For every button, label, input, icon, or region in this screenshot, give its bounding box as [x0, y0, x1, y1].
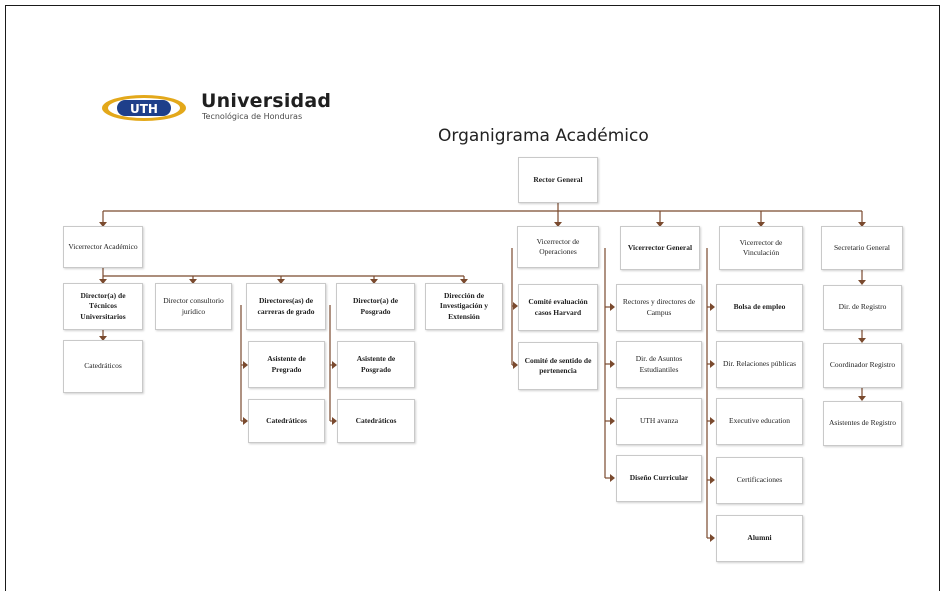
node-label: Vicerrector General — [627, 242, 693, 252]
node-label: Bolsa de empleo — [733, 302, 786, 312]
node-label: Dirección de Investigación y Extensión — [439, 291, 489, 321]
node-uth-avanza: UTH avanza — [616, 398, 702, 445]
node-secretario-general: Secretario General — [821, 226, 903, 270]
node-label: UTH avanza — [639, 416, 679, 426]
uth-badge-icon: UTH — [102, 95, 186, 121]
node-label: Dir. Relaciones públicas — [722, 359, 797, 369]
node-asistentes-registro: Asistentes de Registro — [823, 401, 902, 446]
node-comite-pertenencia: Comité de sentido de pertenencia — [518, 342, 598, 390]
node-directores-carreras: Directores(as) de carreras de grado — [246, 283, 326, 330]
node-label: Diseño Curricular — [629, 473, 689, 483]
node-label: Asistente de Pregrado — [267, 354, 306, 374]
node-catedraticos-posgrado: Catedráticos — [337, 399, 415, 443]
node-label: Catedráticos — [266, 415, 307, 425]
node-comite-harvard: Comité evaluación casos Harvard — [518, 284, 598, 331]
node-direccion-investigacion: Dirección de Investigación y Extensión — [425, 283, 503, 330]
node-label: Vicerrector de Vinculación — [739, 237, 783, 257]
node-catedraticos-pregrado: Catedráticos — [248, 399, 325, 443]
node-label: Comité de sentido de pertenencia — [524, 355, 592, 375]
node-certificaciones: Certificaciones — [716, 457, 803, 504]
node-label: Executive education — [728, 416, 790, 426]
node-asistente-posgrado: Asistente de Posgrado — [337, 341, 415, 388]
node-asuntos-estudiantiles: Dir. de Asuntos Estudiantiles — [616, 341, 702, 388]
node-label: Certificaciones — [736, 475, 783, 485]
node-director-consultorio: Director consultorio jurídico — [155, 283, 232, 330]
node-alumni: Alumni — [716, 515, 803, 562]
node-label: Director(a) de Técnicos Universitarios — [80, 291, 126, 321]
node-label: Dir. de Registro — [838, 302, 887, 312]
node-executive-education: Executive education — [716, 398, 803, 445]
node-bolsa-empleo: Bolsa de empleo — [716, 284, 803, 331]
node-vicerrector-general: Vicerrector General — [620, 226, 700, 270]
uth-badge-text: UTH — [130, 102, 158, 116]
node-label: Asistentes de Registro — [828, 418, 897, 428]
node-vicerrector-operaciones: Vicerrector de Operaciones — [517, 226, 599, 268]
node-rector-general: Rector General — [518, 157, 598, 203]
node-label: Coordinador Registro — [829, 360, 896, 370]
node-label: Director(a) de Posgrado — [352, 296, 399, 316]
chart-title: Organigrama Académico — [438, 126, 649, 146]
node-asistente-pregrado: Asistente de Pregrado — [248, 341, 325, 388]
node-vicerrector-academico: Vicerrector Académico — [63, 226, 143, 268]
node-label: Vicerrector de Operaciones — [536, 236, 580, 256]
node-label: Catedráticos — [84, 361, 122, 371]
node-label: Asistente de Posgrado — [356, 354, 396, 374]
node-relaciones-publicas: Dir. Relaciones públicas — [716, 341, 803, 388]
logo-subtitle: Tecnológica de Honduras — [202, 112, 303, 121]
node-label: Secretario General — [833, 242, 890, 252]
node-coordinador-registro: Coordinador Registro — [823, 343, 902, 388]
node-label: Rectores y directores de Campus — [622, 297, 696, 317]
node-dir-registro: Dir. de Registro — [823, 285, 902, 330]
node-label: Catedráticos — [355, 415, 397, 425]
node-label: Alumni — [747, 533, 772, 543]
university-logo: UTH Universidad Tecnológica de Honduras — [101, 90, 341, 126]
page-frame — [5, 5, 940, 591]
node-vicerrector-vinculacion: Vicerrector de Vinculación — [719, 226, 803, 270]
node-director-tecnicos: Director(a) de Técnicos Universitarios — [63, 283, 143, 330]
node-label: Vicerrector Académico — [68, 241, 138, 251]
node-label: Directores(as) de carreras de grado — [257, 296, 315, 316]
node-label: Director consultorio jurídico — [163, 296, 224, 316]
node-label: Rector General — [533, 174, 583, 184]
node-catedraticos-tecnicos: Catedráticos — [63, 340, 143, 393]
logo-name: Universidad — [201, 90, 332, 112]
node-label: Comité evaluación casos Harvard — [528, 297, 588, 317]
node-rectores-campus: Rectores y directores de Campus — [616, 284, 702, 331]
node-director-posgrado: Director(a) de Posgrado — [336, 283, 415, 330]
node-diseno-curricular: Diseño Curricular — [616, 455, 702, 502]
node-label: Dir. de Asuntos Estudiantiles — [635, 354, 683, 374]
